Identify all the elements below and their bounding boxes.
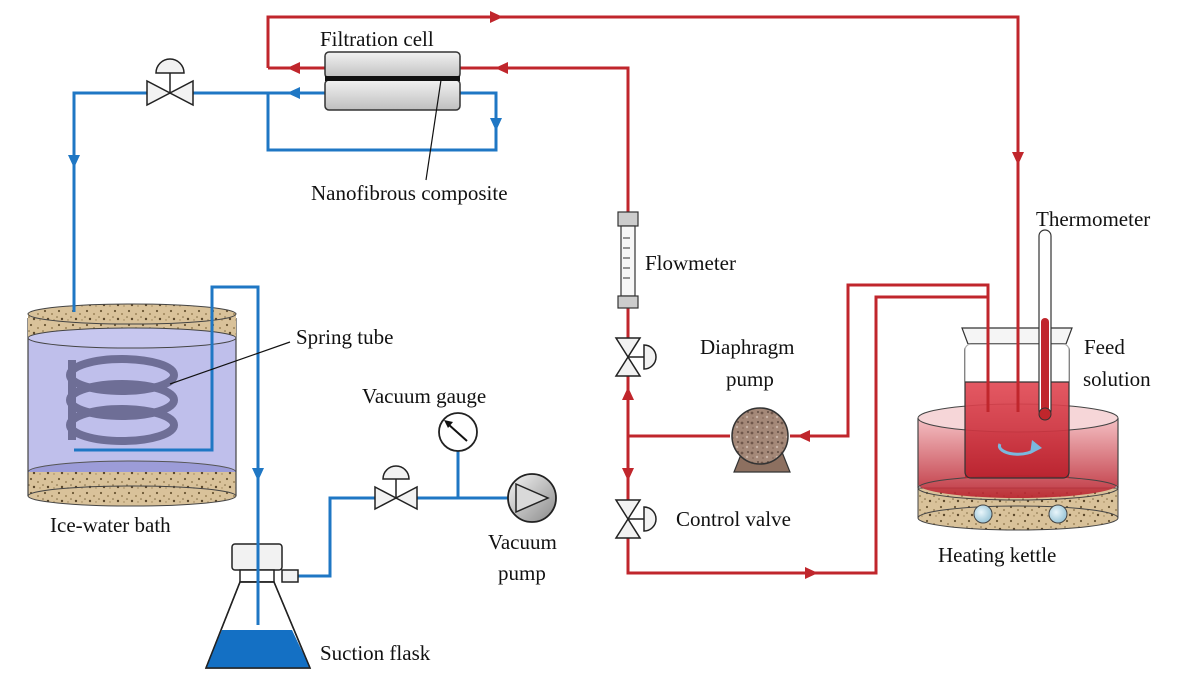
label-diaphragm-pump-line1: Diaphragm — [700, 335, 794, 359]
label-diaphragm-pump-line2: pump — [726, 367, 774, 391]
flowmeter-icon — [617, 211, 639, 309]
label-nanofibrous-composite: Nanofibrous composite — [311, 181, 508, 205]
cold-loop-arrows — [68, 87, 502, 481]
ice-water-bath — [27, 303, 237, 507]
nanofibrous-membrane — [325, 76, 460, 81]
label-flowmeter: Flowmeter — [645, 251, 736, 275]
gauge-icon — [438, 412, 478, 452]
label-vacuum-pump-line2: pump — [498, 561, 546, 585]
spring-tube-leader — [169, 341, 291, 385]
hot-loop-arrows — [287, 11, 1024, 579]
ice-bath-lid-top — [27, 303, 237, 325]
label-heating-kettle: Heating kettle — [938, 543, 1056, 567]
thermometer-icon — [1038, 229, 1052, 421]
label-ice-water-bath: Ice-water bath — [50, 513, 171, 537]
label-control-valve: Control valve — [676, 507, 791, 531]
cold-loop-lines — [72, 91, 498, 630]
filtration-cell — [324, 51, 461, 111]
label-suction-flask: Suction flask — [320, 641, 431, 665]
label-filtration-cell: Filtration cell — [320, 27, 434, 51]
label-spring-tube: Spring tube — [296, 325, 393, 349]
filtration-cell-top — [324, 51, 461, 79]
label-vacuum-pump-line1: Vacuum — [488, 530, 557, 554]
valve-icon[interactable] — [146, 58, 194, 107]
spring-tube-coil — [66, 355, 178, 445]
vacuum-valve-icon[interactable] — [374, 465, 418, 511]
diaphragm-pump-icon[interactable] — [731, 407, 791, 473]
label-vacuum-gauge: Vacuum gauge — [362, 384, 486, 408]
ice-bath-lid-bottom — [27, 327, 237, 349]
label-thermometer: Thermometer — [1036, 207, 1150, 231]
flow-valve-icon[interactable] — [614, 337, 657, 377]
label-feed-solution-line1: Feed — [1084, 335, 1125, 359]
feed-inlet-tubes — [970, 283, 1020, 412]
control-valve-icon[interactable] — [614, 499, 657, 539]
ice-bath-base-bottom — [27, 485, 237, 507]
nanofibrous-composite-leader — [425, 79, 442, 181]
vacuum-lines — [298, 450, 510, 578]
label-feed-solution-line2: solution — [1083, 367, 1151, 391]
pump-icon[interactable] — [507, 473, 557, 523]
